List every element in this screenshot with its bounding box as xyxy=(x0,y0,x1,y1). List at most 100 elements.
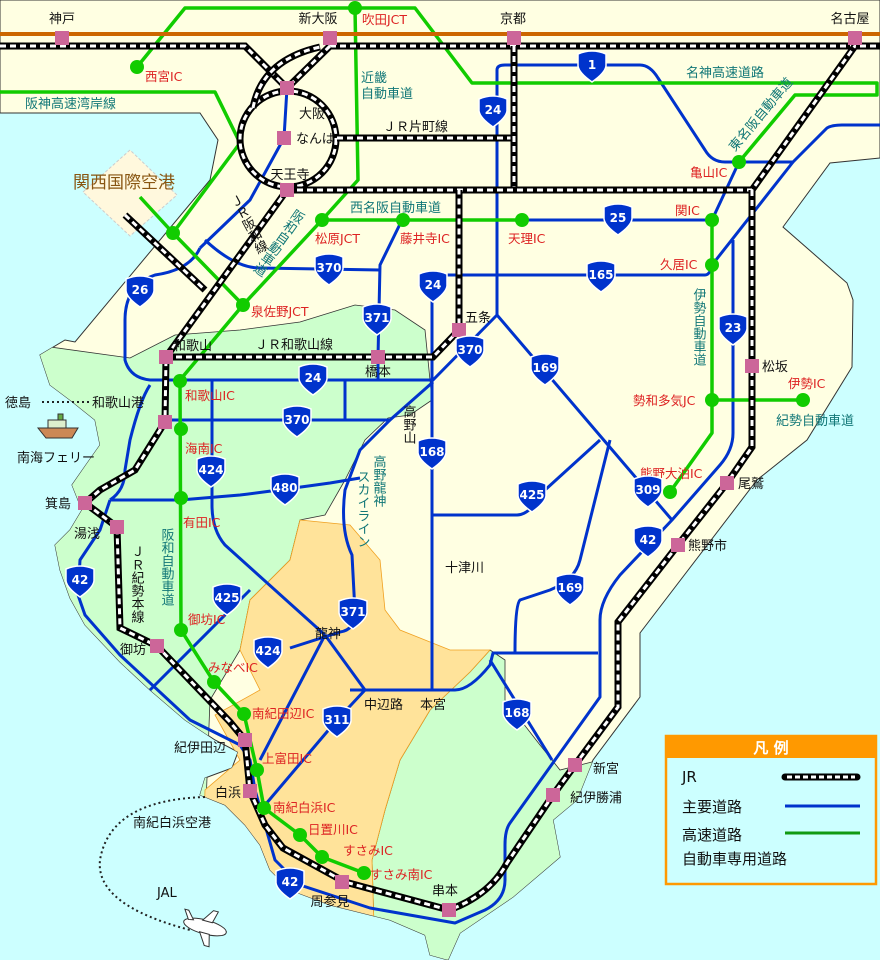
station-marker[interactable] xyxy=(568,758,582,772)
station-marker[interactable] xyxy=(158,415,172,429)
shield-icon xyxy=(633,525,663,558)
station-marker[interactable] xyxy=(848,31,862,45)
interchange-dot[interactable] xyxy=(237,707,251,721)
route-number: 23 xyxy=(725,321,742,335)
interchange-label: 亀山IC xyxy=(690,165,728,180)
station-marker[interactable] xyxy=(442,903,456,917)
expressway xyxy=(135,6,879,164)
route-number: 1 xyxy=(588,58,596,72)
route-number: 371 xyxy=(340,605,365,619)
station-marker[interactable] xyxy=(323,31,337,45)
jr-lines xyxy=(0,42,880,914)
place-wakayama-port: 和歌山港 xyxy=(92,396,144,411)
expressway xyxy=(668,220,714,494)
station-marker[interactable] xyxy=(546,788,560,802)
station-label: 周参見 xyxy=(310,894,349,910)
interchange-dot[interactable] xyxy=(293,828,307,842)
interchange-dot[interactable] xyxy=(174,422,188,436)
route-shield: 169 xyxy=(555,573,585,606)
interchange-dot[interactable] xyxy=(796,393,810,407)
label-skyline-2: スカイライン xyxy=(355,470,370,548)
interchange-dot[interactable] xyxy=(357,866,371,880)
station-marker[interactable] xyxy=(277,131,291,145)
station-marker[interactable] xyxy=(150,639,164,653)
route-number: 371 xyxy=(364,311,389,325)
interchange-dot[interactable] xyxy=(348,1,362,15)
station-marker[interactable] xyxy=(335,875,349,889)
station-marker[interactable] xyxy=(720,476,734,490)
station-marker[interactable] xyxy=(671,538,685,552)
interchange-label: 有田IC xyxy=(183,515,221,530)
shield-icon xyxy=(555,573,585,606)
route-number: 42 xyxy=(282,875,299,889)
label-kinki-expressway-2: 自動車道 xyxy=(361,87,413,102)
shield-icon xyxy=(478,95,508,128)
route-shield: 24 xyxy=(478,95,508,128)
route-number: 309 xyxy=(635,483,660,497)
place-koyasan: 高野山 xyxy=(401,404,417,444)
label-hanwa-expressway-south: 阪和自動車道 xyxy=(159,528,175,606)
interchange-dot[interactable] xyxy=(315,850,329,864)
route-number: 370 xyxy=(316,261,341,275)
station-marker[interactable] xyxy=(238,733,252,747)
shield-icon xyxy=(125,275,155,308)
station-marker[interactable] xyxy=(280,183,294,197)
interchange-dot[interactable] xyxy=(705,213,719,227)
interchange-dot[interactable] xyxy=(130,60,144,74)
shield-icon xyxy=(577,50,607,83)
interchange-dot[interactable] xyxy=(174,623,188,637)
interchange-label: 上富田IC xyxy=(262,751,312,766)
station-marker[interactable] xyxy=(745,359,759,373)
main-road xyxy=(323,634,367,691)
shield-icon xyxy=(270,473,300,506)
route-shield: 24 xyxy=(298,363,328,396)
station-marker[interactable] xyxy=(452,323,466,337)
station-marker[interactable] xyxy=(78,496,92,510)
route-number: 424 xyxy=(198,463,223,477)
station-label: 湯浅 xyxy=(74,527,100,542)
station-marker[interactable] xyxy=(507,31,521,45)
jr-line-dash xyxy=(166,190,461,359)
route-shield: 311 xyxy=(322,705,352,738)
interchange-label: 関IC xyxy=(675,203,700,218)
interchange-dot[interactable] xyxy=(207,675,221,689)
station-marker[interactable] xyxy=(243,784,257,798)
label-ise-expressway: 伊勢自動車道 xyxy=(691,288,707,366)
interchange-dot[interactable] xyxy=(236,298,250,312)
interchange-dot[interactable] xyxy=(315,213,329,227)
interchange-label: 南紀白浜IC xyxy=(273,800,336,815)
airplane-icon xyxy=(183,908,227,948)
interchange-dot[interactable] xyxy=(396,213,410,227)
station-label: 新宮 xyxy=(593,761,619,777)
station-marker[interactable] xyxy=(55,31,69,45)
interchange-dot[interactable] xyxy=(250,763,264,777)
interchange-dot[interactable] xyxy=(732,155,746,169)
interchange-dot[interactable] xyxy=(174,491,188,505)
main-road xyxy=(289,418,392,650)
station-label: 五条 xyxy=(465,310,491,326)
station-marker[interactable] xyxy=(280,81,294,95)
shield-icon xyxy=(633,475,663,508)
interchange-dot[interactable] xyxy=(705,258,719,272)
route-shield: 424 xyxy=(253,636,283,669)
station-label: 大阪 xyxy=(299,107,325,122)
interchange-dot[interactable] xyxy=(705,393,719,407)
interchange-dot[interactable] xyxy=(515,213,529,227)
station-marker[interactable] xyxy=(110,520,124,534)
station-marker[interactable] xyxy=(371,350,385,364)
interchange-label: 勢和多気JC xyxy=(633,393,696,408)
interchange-dot[interactable] xyxy=(663,485,677,499)
station-marker[interactable] xyxy=(159,350,173,364)
shield-icon xyxy=(322,705,352,738)
label-jr-wakayama: ＪＲ和歌山線 xyxy=(255,337,333,353)
label-skyline-1: 高野龍神 xyxy=(371,454,387,507)
shield-icon xyxy=(418,270,448,303)
interchange-dot[interactable] xyxy=(173,374,187,388)
station-label: 松坂 xyxy=(762,360,788,375)
route-shield: 425 xyxy=(212,583,242,616)
station-label: 名古屋 xyxy=(830,11,869,27)
interchange-dot[interactable] xyxy=(257,801,271,815)
interchange-dot[interactable] xyxy=(166,226,180,240)
station-label: なんば xyxy=(296,132,335,147)
interchange-label: 海南IC xyxy=(185,441,223,456)
